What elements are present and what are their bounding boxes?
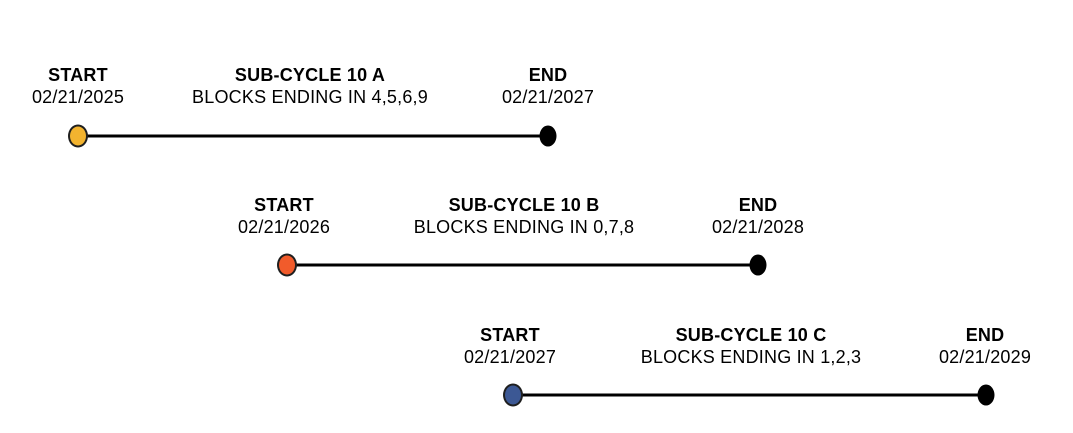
end-label-block: END 02/21/2029 — [939, 324, 1031, 368]
start-dot — [277, 253, 297, 277]
start-label-block: START 02/21/2025 — [32, 64, 124, 108]
timeline-line — [287, 263, 758, 267]
cycle-title-block: SUB-CYCLE 10 A BLOCKS ENDING IN 4,5,6,9 — [192, 64, 428, 108]
end-date: 02/21/2029 — [938, 347, 1032, 367]
start-dot — [503, 383, 523, 407]
end-label-block: END 02/21/2028 — [712, 194, 804, 238]
start-label-block: START 02/21/2027 — [464, 324, 556, 368]
timeline-line — [513, 393, 986, 397]
cycle-subtitle: BLOCKS ENDING IN 0,7,8 — [413, 217, 635, 237]
end-dot — [749, 254, 767, 276]
end-label: END — [738, 195, 778, 215]
end-date: 02/21/2027 — [501, 87, 595, 107]
cycle-title: SUB-CYCLE 10 C — [675, 325, 827, 345]
end-label-block: END 02/21/2027 — [502, 64, 594, 108]
cycle-subtitle: BLOCKS ENDING IN 1,2,3 — [640, 347, 862, 367]
start-label: START — [254, 195, 314, 215]
end-dot — [539, 125, 557, 147]
cycle-title-block: SUB-CYCLE 10 B BLOCKS ENDING IN 0,7,8 — [414, 194, 634, 238]
cycle-title: SUB-CYCLE 10 A — [234, 65, 386, 85]
end-label: END — [965, 325, 1005, 345]
cycle-title-block: SUB-CYCLE 10 C BLOCKS ENDING IN 1,2,3 — [641, 324, 861, 368]
start-label: START — [48, 65, 108, 85]
end-label: END — [528, 65, 568, 85]
end-date: 02/21/2028 — [711, 217, 805, 237]
start-label-block: START 02/21/2026 — [238, 194, 330, 238]
timeline-line — [78, 134, 548, 138]
cycle-title: SUB-CYCLE 10 B — [448, 195, 600, 215]
cycle-subtitle: BLOCKS ENDING IN 4,5,6,9 — [192, 87, 428, 107]
start-date: 02/21/2025 — [31, 87, 125, 107]
start-dot — [68, 124, 88, 148]
start-label: START — [480, 325, 540, 345]
start-date: 02/21/2026 — [237, 217, 331, 237]
end-dot — [977, 384, 995, 406]
start-date: 02/21/2027 — [463, 347, 557, 367]
